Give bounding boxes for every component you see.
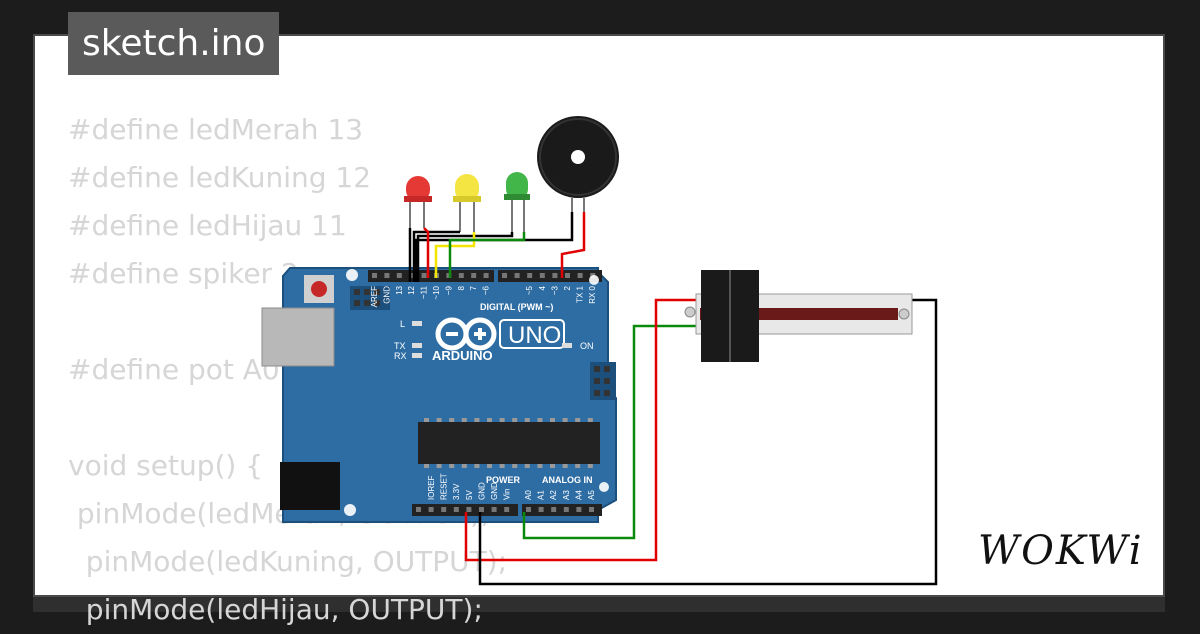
pin-label: 2: [563, 285, 572, 290]
pin-label: A1: [537, 490, 546, 500]
wire-pin2: [560, 212, 586, 278]
wire-gnd-green-led: [416, 232, 514, 282]
code-line: #define ledHijau 11: [68, 209, 347, 242]
code-line: #define spiker 2: [68, 257, 299, 290]
atmega-chip: [418, 422, 600, 464]
pin-label: 12: [407, 285, 416, 294]
wokwi-logo: WOKWi: [978, 528, 1144, 574]
pin-label: 13: [395, 285, 404, 294]
buzzer[interactable]: [537, 116, 619, 212]
pin-label: RESET: [440, 473, 449, 500]
board-brand: ARDUINO: [432, 348, 493, 363]
pin-label: GND: [382, 286, 391, 304]
l-label: L: [400, 319, 405, 329]
pin-label: Vin: [503, 489, 512, 500]
code-line: #define ledMerah 13: [68, 113, 364, 146]
code-line: pinMode(ledKuning, OUTPUT);: [68, 545, 508, 578]
wire-pin13: [423, 227, 430, 278]
pin-label: ~9: [444, 285, 453, 295]
green-led[interactable]: [504, 172, 530, 200]
pin-label: GND: [490, 482, 499, 500]
card-shadow: [33, 597, 1165, 612]
code-line: pinMode(ledHijau, OUTPUT);: [68, 593, 483, 626]
pin-label: ~5: [525, 285, 534, 295]
red-led[interactable]: [404, 176, 432, 202]
yellow-led[interactable]: [453, 174, 481, 202]
pin-label: AREF: [370, 286, 379, 307]
board-model: UNO: [508, 322, 561, 349]
pin-label: A2: [549, 490, 558, 500]
pin-label: A4: [574, 490, 583, 500]
power-label: POWER: [486, 475, 521, 485]
slide-potentiometer[interactable]: [684, 270, 913, 362]
wire-pot-signal: [522, 324, 696, 540]
code-line: #define ledKuning 12: [68, 161, 372, 194]
code-line: void setup() {: [68, 449, 264, 482]
code-line: #define pot A0: [68, 353, 280, 386]
pin-label: A5: [587, 490, 596, 500]
code-preview: #define ledMerah 13 #define ledKuning 12 #…: [68, 106, 507, 634]
arduino-uno-board[interactable]: UNO ARDUINO DIGITAL (PWM ~) POWER ANALOG…: [261, 267, 617, 523]
pin-label: GND: [477, 482, 486, 500]
wire-pot-gnd: [478, 298, 938, 586]
pin-label: 5V: [465, 490, 474, 500]
on-label: ON: [580, 341, 594, 351]
power-jack: [280, 462, 340, 510]
analog-label: ANALOG IN: [542, 475, 593, 485]
wire-pin11: [448, 232, 526, 278]
pin-label: ~11: [420, 285, 429, 299]
pin-label: RX 0: [588, 285, 597, 303]
digital-header-right: [498, 270, 602, 282]
rx-label: RX: [394, 351, 407, 361]
pin-label: ~6: [482, 285, 491, 295]
pin-label: 4: [538, 285, 547, 290]
pin-label: A3: [562, 490, 571, 500]
power-header: [412, 504, 518, 516]
file-title-tab[interactable]: sketch.ino: [68, 12, 280, 75]
arduino-logo: [435, 317, 497, 351]
pin-label: ~10: [432, 285, 441, 299]
usb-port: [261, 307, 335, 367]
pin-label: 7: [469, 285, 478, 290]
wire-pot-vcc: [464, 298, 700, 562]
pin-label: ~3: [550, 285, 559, 295]
pin-label: 3.3V: [452, 483, 461, 500]
digital-label: DIGITAL (PWM ~): [480, 302, 553, 312]
pin-label: TX 1: [576, 285, 585, 302]
pin-label: IOREF: [427, 475, 436, 500]
pin-label: 8: [457, 285, 466, 290]
tx-label: TX: [394, 341, 406, 351]
wire-gnd-yellow-led: [412, 230, 460, 282]
pin-label: A0: [524, 490, 533, 500]
